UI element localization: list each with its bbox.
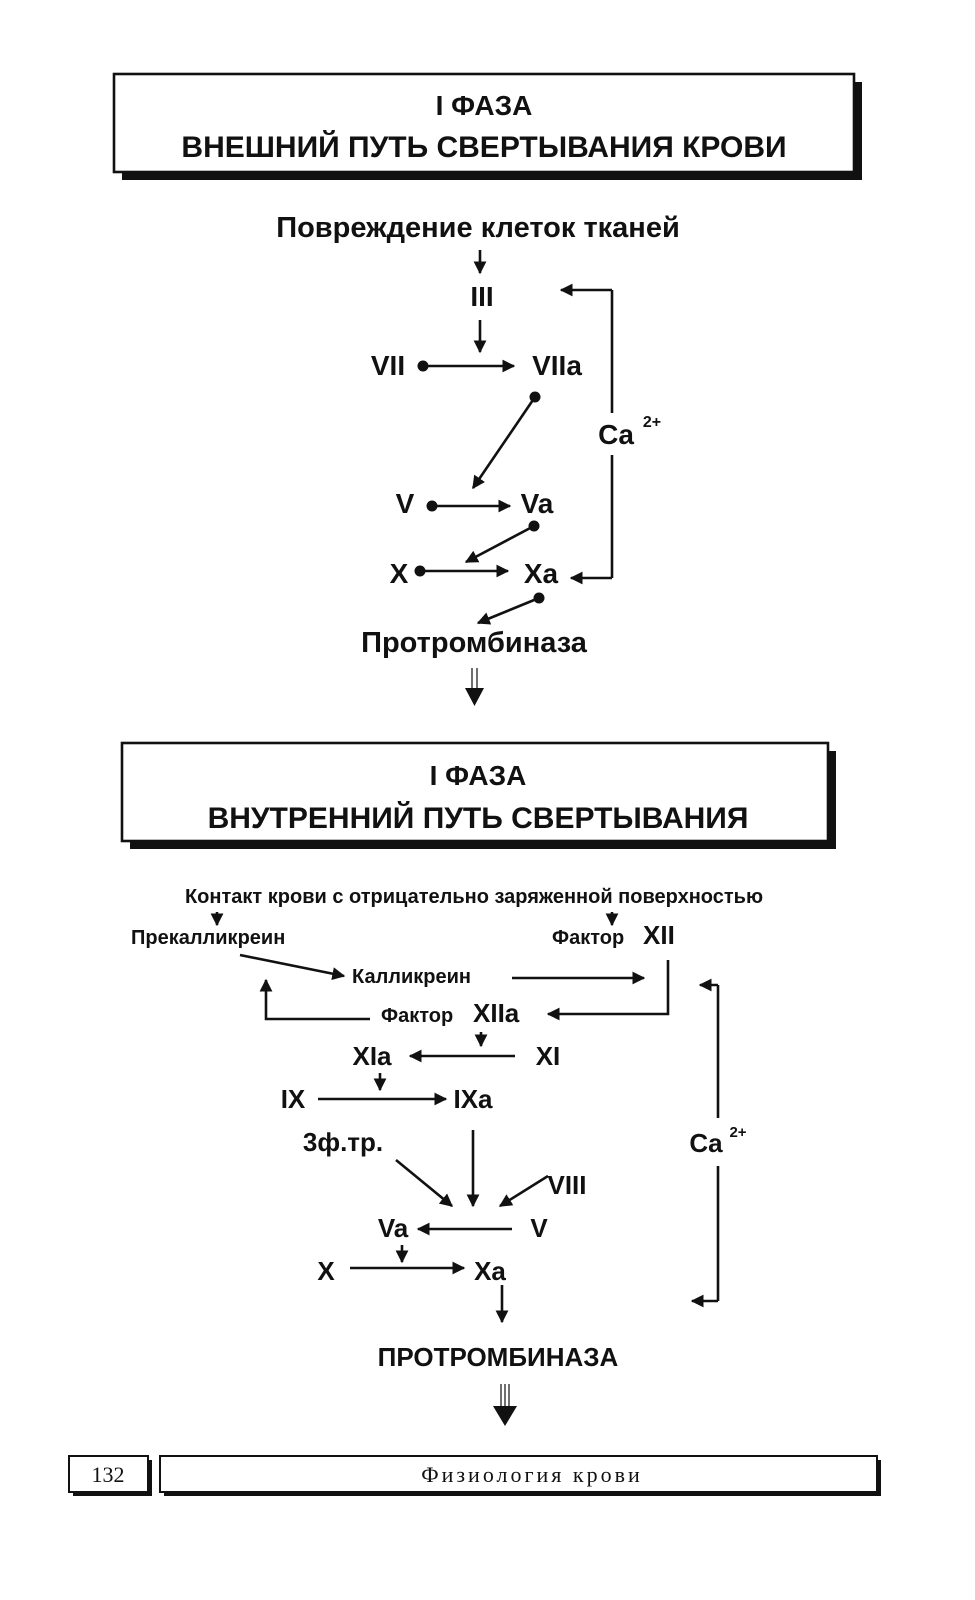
calcium-charge: 2+ — [729, 1124, 746, 1141]
intrinsic-pathway: I ФАЗА ВНУТРЕННИЙ ПУТЬ СВЕРТЫВАНИЯ Конта… — [120, 741, 836, 1426]
factor-xa: Xa — [524, 558, 559, 589]
factor-iii: III — [470, 281, 493, 312]
kallikrein: Калликреин — [352, 966, 471, 988]
calcium-ion: Ca — [689, 1128, 723, 1158]
extrinsic-title: ВНЕШНИЙ ПУТЬ СВЕРТЫВАНИЯ КРОВИ — [181, 130, 786, 164]
extrinsic-calcium-loop: Ca 2+ — [559, 283, 661, 585]
factor-viii: VIII — [547, 1170, 586, 1200]
factor-va: Va — [521, 488, 554, 519]
intrinsic-title-box: I ФАЗА ВНУТРЕННИЙ ПУТЬ СВЕРТЫВАНИЯ — [120, 741, 836, 849]
intrinsic-calcium-loop: Ca 2+ — [689, 978, 747, 1308]
prothrombinase-label: ПРОТРОМБИНАЗА — [378, 1342, 619, 1372]
running-title: Физиология крови — [421, 1462, 643, 1487]
intrinsic-phase-label: I ФАЗА — [430, 760, 527, 791]
factor-ixa: IXa — [453, 1084, 493, 1114]
arrow-xa-to-prothrombinase — [476, 596, 540, 625]
contact-activation-label: Контакт крови с отрицательно заряженной … — [185, 886, 763, 908]
arrow-pf3-to-complex — [395, 1158, 454, 1208]
page-footer: 132 Физиология крови — [68, 1455, 881, 1496]
factor-va: Va — [378, 1213, 409, 1243]
extrinsic-pathway: I ФАЗА ВНЕШНИЙ ПУТЬ СВЕРТЫВАНИЯ КРОВИ По… — [112, 72, 862, 706]
factor-ix: IX — [281, 1084, 306, 1114]
factor-vii: VII — [371, 350, 405, 381]
prothrombinase-label: Протромбиназа — [361, 627, 588, 659]
factor-x: X — [317, 1256, 335, 1286]
platelet-factor-3: 3ф.тр. — [303, 1127, 383, 1157]
factor-xiia: XIIa — [473, 998, 520, 1028]
factor-xiia-prefix: Фактор — [381, 1005, 453, 1027]
intrinsic-title: ВНУТРЕННИЙ ПУТЬ СВЕРТЫВАНИЯ — [208, 801, 749, 835]
arrow-xii-to-xiia — [546, 960, 670, 1021]
arrow-va-to-x-activation — [464, 524, 535, 564]
factor-xii-prefix: Фактор — [552, 927, 624, 949]
factor-v: V — [530, 1213, 548, 1243]
arrow-extrinsic-output — [465, 668, 484, 706]
factor-x: X — [390, 558, 409, 589]
extrinsic-phase-label: I ФАЗА — [436, 90, 533, 121]
factor-xii: XII — [643, 920, 675, 950]
factor-v: V — [396, 488, 415, 519]
arrow-xiia-feedback-to-prekallikrein — [259, 978, 370, 1021]
extrinsic-title-box: I ФАЗА ВНЕШНИЙ ПУТЬ СВЕРТЫВАНИЯ КРОВИ — [112, 72, 862, 180]
page-number: 132 — [92, 1462, 125, 1487]
factor-xa: Xa — [474, 1256, 506, 1286]
tissue-damage-label: Повреждение клеток тканей — [276, 212, 680, 244]
calcium-ion: Ca — [598, 419, 634, 450]
factor-xi: XI — [536, 1041, 561, 1071]
factor-viia: VIIa — [532, 350, 582, 381]
factor-xia: XIa — [352, 1041, 392, 1071]
calcium-charge: 2+ — [643, 414, 661, 431]
arrow-viia-to-v-activation — [471, 396, 537, 490]
prekallikrein: Прекалликреин — [131, 927, 285, 949]
arrow-intrinsic-output — [493, 1384, 517, 1426]
arrow-viii-to-complex — [498, 1174, 549, 1208]
arrow-prekallikrein-to-kallikrein — [239, 953, 346, 981]
